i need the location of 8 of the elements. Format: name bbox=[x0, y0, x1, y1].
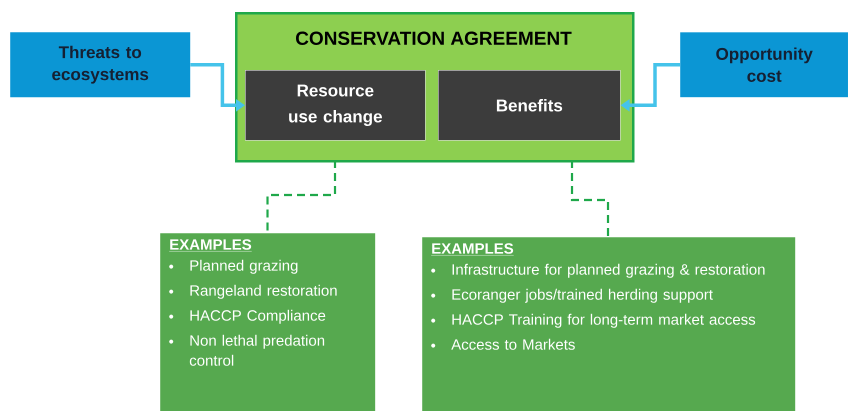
component-box: Resource use change bbox=[245, 70, 426, 141]
connector bbox=[266, 160, 336, 233]
input-box: Threats to ecosystems bbox=[10, 32, 190, 98]
examples-box: EXAMPLES Infrastructure for planned grazing & restoration Ecoranger jobs/trained herding support HACCP Training for long-term market access Access to Markets bbox=[422, 237, 796, 411]
input-box: Opportunity cost bbox=[680, 32, 848, 98]
connector bbox=[570, 160, 610, 237]
examples-box: EXAMPLES Planned grazing Rangeland restoration HACCP Compliance Non lethal predation control bbox=[160, 233, 376, 411]
component-box: Benefits bbox=[438, 70, 621, 141]
